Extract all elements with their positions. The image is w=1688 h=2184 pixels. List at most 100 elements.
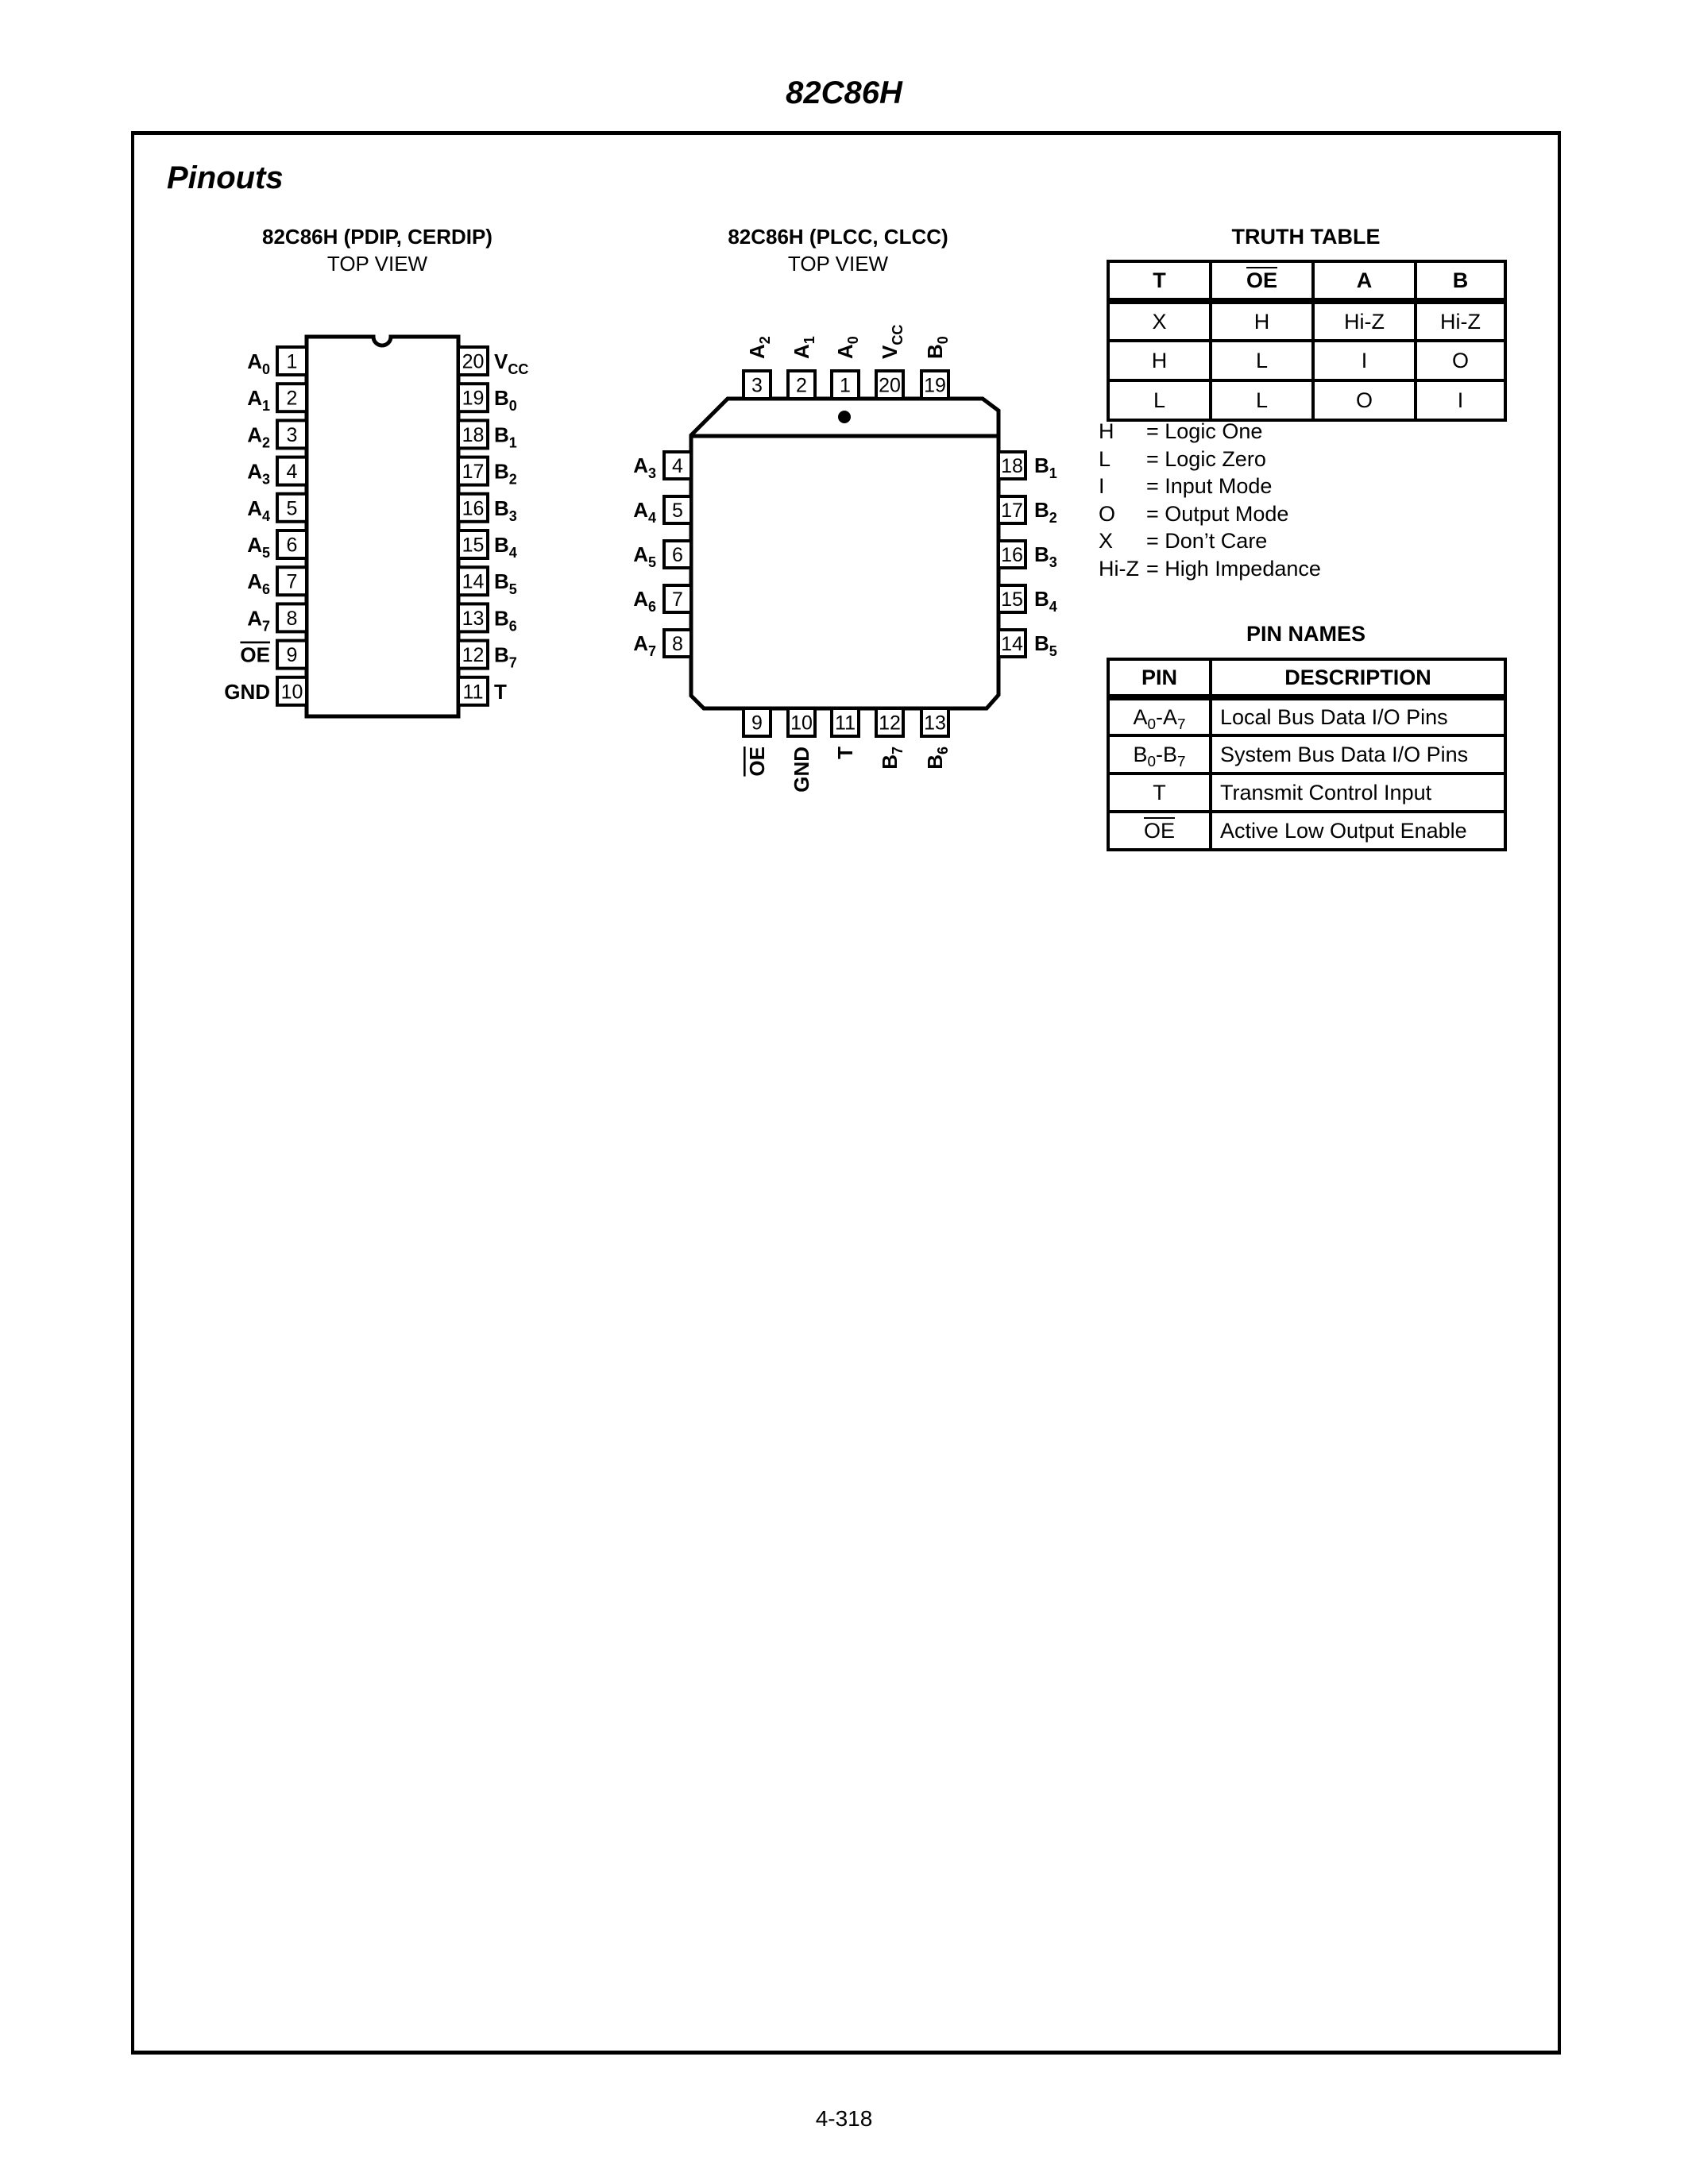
truth-cell: X — [1107, 299, 1212, 342]
pin-label: B2 — [1034, 498, 1057, 526]
truth-header-b: B — [1414, 260, 1507, 303]
dip-package-title: 82C86H (PDIP, CERDIP) — [262, 225, 492, 249]
pin-number: 19 — [462, 388, 485, 410]
pin-number: 9 — [287, 644, 298, 666]
pin-16: 16 — [457, 492, 489, 523]
pin-number: 6 — [672, 544, 683, 566]
pin-8: 8 — [662, 628, 693, 658]
section-title: Pinouts — [167, 160, 284, 195]
pin-label: A5 — [247, 533, 270, 561]
pin-number: 19 — [924, 375, 946, 397]
pin-label: GND — [790, 747, 813, 793]
pin-17: 17 — [997, 495, 1027, 525]
pin-number: 11 — [463, 681, 484, 703]
pin-label: OE — [745, 747, 769, 777]
pin-number: 20 — [879, 375, 901, 397]
pin-box — [875, 369, 905, 400]
pin-label: A2 — [247, 423, 270, 450]
pin-cell: A0-A7 — [1107, 696, 1212, 737]
pin-box — [276, 602, 308, 634]
legend-key: Hi-Z — [1099, 556, 1139, 581]
pin-1: 1 — [276, 345, 308, 376]
pin-names-title: PIN NAMES — [1246, 622, 1366, 646]
dip-view-label: TOP VIEW — [326, 252, 428, 276]
pin-names-row: B0-B7 System Bus Data I/O Pins — [1107, 734, 1507, 775]
truth-cell: H — [1107, 339, 1212, 382]
pin-box — [276, 675, 308, 707]
pin-box — [457, 382, 489, 414]
pin-names-row: T Transmit Control Input — [1107, 772, 1507, 813]
pin-number: 4 — [672, 455, 683, 477]
pin-11: 11 — [457, 675, 489, 707]
pin-number: 1 — [840, 375, 851, 397]
pin-label: A3 — [633, 453, 656, 481]
pin-19: 19 — [920, 369, 950, 400]
pin-number: 3 — [751, 375, 763, 397]
pin-15: 15 — [997, 584, 1027, 614]
pin-label: VCC — [494, 349, 528, 377]
pin-label: B4 — [1034, 587, 1057, 615]
pin-label: B3 — [494, 496, 517, 524]
document-title: 82C86H — [786, 75, 902, 110]
truth-header-a: A — [1311, 260, 1417, 303]
pin-box — [457, 345, 489, 376]
pin-box — [830, 369, 860, 400]
pin-label: A1 — [790, 336, 817, 359]
legend-item: Hi-Z = High Impedance — [1099, 555, 1321, 583]
truth-table-row: L L O I — [1107, 379, 1507, 422]
description-cell: Local Bus Data I/O Pins — [1209, 696, 1507, 737]
pin-label: A0 — [247, 349, 270, 377]
pin-7: 7 — [276, 565, 308, 597]
pin-number: 14 — [1001, 633, 1023, 655]
pin-label: B0 — [494, 386, 517, 414]
plcc-body-outline — [689, 396, 1001, 711]
content-frame — [131, 131, 1561, 2055]
legend-item: L= Logic Zero — [1099, 446, 1321, 473]
legend-value: = High Impedance — [1146, 556, 1321, 581]
plcc-view-label: TOP VIEW — [787, 252, 889, 276]
pin-5: 5 — [662, 495, 693, 525]
pin-20: 20 — [457, 345, 489, 376]
pin-number: 8 — [287, 608, 298, 630]
legend-item: H= Logic One — [1099, 418, 1321, 446]
truth-table-row: H L I O — [1107, 339, 1507, 382]
pin-label: B4 — [494, 533, 517, 561]
pin-box — [920, 369, 950, 400]
pin-box — [997, 584, 1027, 614]
pin-3: 3 — [742, 369, 772, 400]
pin-label: A5 — [633, 542, 656, 570]
pin-box — [662, 495, 693, 525]
pin-box — [276, 529, 308, 560]
pin-number: 3 — [287, 424, 298, 446]
pin-box — [457, 565, 489, 597]
legend-key: H — [1099, 419, 1114, 443]
pin-8: 8 — [276, 602, 308, 634]
legend-item: X= Don’t Care — [1099, 527, 1321, 555]
truth-cell: H — [1209, 299, 1315, 342]
pin-box — [457, 529, 489, 560]
truth-cell: I — [1414, 379, 1507, 422]
pin-number: 10 — [790, 712, 813, 735]
pin-4: 4 — [662, 450, 693, 480]
pin-box — [457, 639, 489, 670]
pin-label: T — [833, 747, 857, 759]
pin-number: 8 — [672, 633, 683, 655]
pin-number: 11 — [835, 712, 856, 735]
pin-box — [457, 419, 489, 450]
pin-names-row: OE Active Low Output Enable — [1107, 810, 1507, 851]
pin-9: 9 — [276, 639, 308, 670]
pin-number: 12 — [462, 644, 485, 666]
dip-heading: 82C86H (PDIP, CERDIP) TOP VIEW — [222, 223, 532, 277]
truth-cell: Hi-Z — [1414, 299, 1507, 342]
pin-box — [276, 565, 308, 597]
pin-label: T — [494, 680, 507, 704]
pin-names-table: PIN DESCRIPTION A0-A7 Local Bus Data I/O… — [1107, 658, 1507, 851]
pin-13: 13 — [920, 707, 950, 738]
page-number: 4-318 — [815, 2106, 873, 2131]
truth-cell: O — [1311, 379, 1417, 422]
pin-4: 4 — [276, 455, 308, 487]
pin-12: 12 — [457, 639, 489, 670]
pin-box — [786, 369, 817, 400]
pin-number: 13 — [462, 608, 485, 630]
